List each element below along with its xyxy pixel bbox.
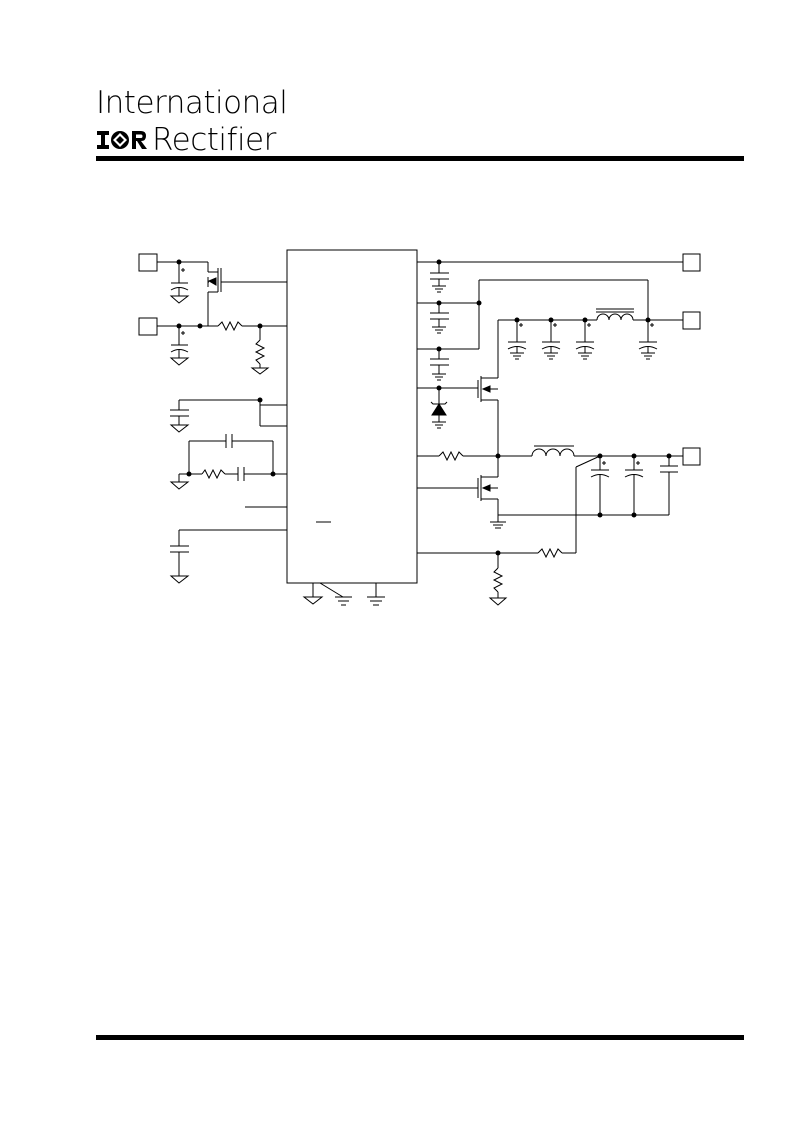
output-terminal-2: [682, 311, 701, 330]
zener-diode: [430, 388, 448, 429]
filter-capacitor-left: [169, 529, 287, 584]
bias-resistor: [254, 339, 266, 365]
gate-resistor: [438, 450, 464, 462]
output-terminal-1: [682, 253, 701, 272]
input-capacitor-1: [157, 261, 208, 304]
feedback-resistor-bottom: [492, 567, 504, 593]
output-capacitors: [590, 456, 678, 515]
header-rule: [96, 156, 744, 161]
feedback-resistor-top: [537, 547, 563, 559]
footer-rule: [96, 1035, 744, 1040]
company-name-line1: International: [96, 85, 288, 121]
input-terminal-2: [138, 317, 158, 336]
input-capacitor-2: [169, 326, 190, 366]
output-terminal-3: [682, 447, 701, 466]
softstart-capacitor: [169, 399, 260, 433]
bypass-capacitor-3: [430, 349, 449, 381]
compensation-network: [169, 434, 287, 490]
input-fet: [207, 262, 287, 326]
ldo-pass-fet: [417, 376, 499, 456]
company-name-line2: Rectifier: [152, 121, 276, 158]
bypass-capacitor-2: [430, 303, 449, 334]
controller-ic: [286, 249, 418, 584]
company-name-row: Rectifier: [96, 123, 276, 157]
low-side-fet: [417, 456, 506, 529]
ldo-output-filter: [507, 308, 683, 360]
ior-logo: [97, 131, 147, 149]
polarity-markers: [519, 323, 654, 465]
input-resistor: [217, 320, 243, 332]
bypass-capacitor-1: [430, 262, 449, 293]
ic-ground-pins: [302, 582, 385, 606]
output-inductor: [531, 445, 683, 457]
input-terminal-1: [138, 253, 158, 272]
